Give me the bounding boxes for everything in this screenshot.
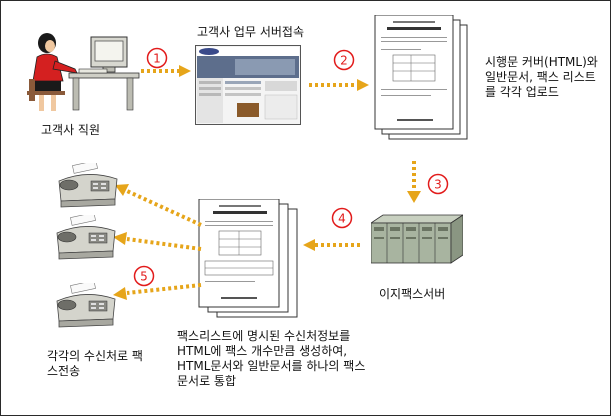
merged-document-stack-icon (197, 199, 301, 321)
svg-text:5: 5 (140, 270, 148, 284)
fax-machine-icon (55, 283, 117, 329)
website-screenshot-icon (195, 45, 301, 125)
step-badge-2: 2 (333, 49, 355, 71)
arrow-server-to-documents (309, 79, 369, 91)
arrow-faxserver-to-merged (303, 239, 361, 251)
svg-text:2: 2 (340, 54, 348, 68)
employee-label: 고객사 직원 (41, 123, 101, 137)
fax-machine-icon (57, 163, 119, 209)
step-badge-5: 5 (133, 265, 155, 287)
server-access-label: 고객사 업무 서버접속 (197, 25, 304, 39)
easyfax-server-label: 이지팩스서버 (379, 287, 446, 301)
upload-label: 시행문 커버(HTML)와 일반문서, 팩스 리스트를 각각 업로드 (485, 55, 598, 99)
arrow-documents-to-faxserver (407, 161, 421, 203)
fax-machine-icon (55, 215, 117, 261)
step-badge-3: 3 (427, 173, 449, 195)
document-stack-icon (373, 15, 471, 143)
svg-text:1: 1 (153, 52, 161, 66)
step-badge-1: 1 (146, 47, 168, 69)
arrow-employee-to-server (141, 65, 191, 77)
server-rack-icon (371, 213, 463, 265)
arrows-merged-to-faxes (113, 184, 202, 300)
merge-label: 팩스리스트에 명시된 수신처정보를 HTML에 팩스 개수만큼 생성하여, HT… (177, 329, 366, 388)
step-badge-4: 4 (331, 207, 353, 229)
svg-text:4: 4 (338, 212, 346, 226)
person-at-computer-icon (23, 29, 141, 117)
svg-text:3: 3 (434, 178, 442, 192)
send-label: 각각의 수신처로 팩스전송 (47, 349, 143, 378)
